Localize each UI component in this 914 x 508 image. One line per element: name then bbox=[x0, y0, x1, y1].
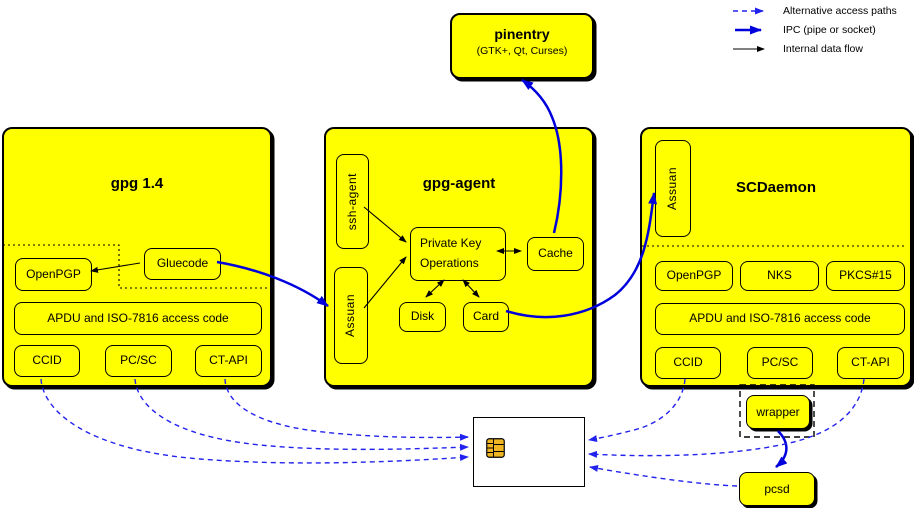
gpg14-ccid-label: CCID bbox=[32, 353, 62, 368]
legend-label: IPC (pipe or socket) bbox=[783, 23, 876, 36]
dashed-blue-arrow-icon bbox=[733, 7, 764, 14]
pinentry-subtitle: (GTK+, Qt, Curses) bbox=[476, 45, 568, 57]
legend-label: Internal data flow bbox=[783, 42, 863, 55]
gpg14-ccid-node: CCID bbox=[14, 345, 80, 377]
gpg-agent-ssh-agent-node: ssh-agent bbox=[336, 154, 369, 249]
gpg14-pcsc-label: PC/SC bbox=[120, 353, 157, 368]
solid-blue-arrow-icon bbox=[735, 25, 762, 34]
pinentry-title: pinentry bbox=[494, 26, 550, 42]
pcsd-label: pcsd bbox=[764, 482, 790, 496]
scdaemon-pkcs15-label: PKCS#15 bbox=[839, 268, 892, 283]
legend-item-ipc: IPC (pipe or socket) bbox=[695, 20, 897, 39]
legend-label: Alternative access paths bbox=[783, 4, 897, 17]
dashed-gpg14-ctapi-to-smartcard bbox=[224, 378, 469, 441]
scdaemon-ctapi-node: CT-API bbox=[837, 347, 904, 379]
legend-item-alternative: Alternative access paths bbox=[695, 1, 897, 20]
gpg14-title: gpg 1.4 bbox=[110, 175, 164, 192]
scdaemon-ctapi-label: CT-API bbox=[851, 355, 890, 370]
scdaemon-nks-node: NKS bbox=[740, 261, 819, 291]
scdaemon-nks-label: NKS bbox=[767, 268, 792, 283]
solid-black-arrow-icon bbox=[733, 45, 765, 52]
dashed-pcsd-to-smartcard bbox=[589, 464, 738, 487]
scdaemon-assuan-node: Assuan bbox=[655, 140, 691, 237]
scdaemon-apdu-node: APDU and ISO-7816 access code bbox=[655, 303, 905, 335]
scdaemon-pcsc-label: PC/SC bbox=[761, 355, 799, 370]
legend: Alternative access paths IPC (pipe or so… bbox=[695, 1, 897, 58]
ssh-agent-label: ssh-agent bbox=[344, 172, 359, 231]
scdaemon-pcsc-node: PC/SC bbox=[747, 347, 813, 379]
gpg14-openpgp-node: OpenPGP bbox=[15, 258, 92, 291]
gpg-agent-assuan-node: Assuan bbox=[334, 267, 368, 364]
pko-line2: Operations bbox=[420, 256, 479, 270]
gpg14-apdu-label: APDU and ISO-7816 access code bbox=[47, 310, 229, 325]
scdaemon-assuan-label: Assuan bbox=[665, 166, 680, 211]
gpg14-gluecode-node: Gluecode bbox=[144, 248, 221, 280]
wrapper-label: wrapper bbox=[756, 405, 800, 419]
dashed-gpg14-pcsc-to-smartcard bbox=[134, 378, 469, 451]
card-node: Card bbox=[463, 302, 509, 332]
gpg14-gluecode-label: Gluecode bbox=[156, 256, 209, 271]
scdaemon-pkcs15-node: PKCS#15 bbox=[826, 261, 905, 291]
legend-item-internal: Internal data flow bbox=[695, 39, 897, 58]
scdaemon-ccid-node: CCID bbox=[655, 347, 721, 379]
dashed-scdaemon-ccid-to-smartcard bbox=[588, 378, 686, 443]
pko-line1: Private Key bbox=[420, 236, 482, 251]
gpg-agent-title: gpg-agent bbox=[422, 175, 496, 192]
gpg14-apdu-node: APDU and ISO-7816 access code bbox=[14, 302, 262, 335]
pcsd-node: pcsd bbox=[739, 472, 815, 506]
scdaemon-title: SCDaemon bbox=[735, 179, 817, 196]
private-key-operations-node: Private Key Operations bbox=[410, 227, 506, 281]
scdaemon-apdu-label: APDU and ISO-7816 access code bbox=[689, 311, 871, 326]
disk-node: Disk bbox=[399, 302, 446, 332]
gpg14-openpgp-label: OpenPGP bbox=[26, 266, 81, 281]
pinentry-box: pinentry (GTK+, Qt, Curses) bbox=[450, 13, 594, 79]
cache-label: Cache bbox=[538, 246, 573, 261]
scdaemon-panel: SCDaemon Assuan OpenPGP NKS PKCS#15 APDU… bbox=[640, 127, 912, 387]
arrow-wrapper-to-pcsd bbox=[775, 430, 788, 468]
smartcard bbox=[473, 417, 585, 487]
cache-node: Cache bbox=[527, 237, 584, 271]
disk-label: Disk bbox=[410, 309, 435, 324]
scdaemon-ccid-label: CCID bbox=[673, 355, 703, 370]
gpg-agent-panel: gpg-agent ssh-agent Assuan Private Key O… bbox=[324, 127, 594, 387]
gpg14-ctapi-node: CT-API bbox=[195, 345, 262, 377]
wrapper-node: wrapper bbox=[746, 395, 810, 429]
dashed-scdaemon-ctapi-to-smartcard bbox=[588, 378, 865, 458]
scdaemon-openpgp-node: OpenPGP bbox=[655, 261, 733, 291]
dashed-gpg14-ccid-to-smartcard bbox=[40, 378, 469, 464]
card-label: Card bbox=[472, 309, 499, 324]
gpg14-panel: gpg 1.4 OpenPGP Gluecode APDU and ISO-78… bbox=[2, 127, 272, 387]
gpg14-pcsc-node: PC/SC bbox=[105, 345, 172, 377]
scdaemon-openpgp-label: OpenPGP bbox=[666, 268, 722, 283]
gpg14-ctapi-label: CT-API bbox=[209, 353, 248, 368]
gpg-agent-assuan-label: Assuan bbox=[343, 293, 358, 338]
smartcard-chip-icon bbox=[486, 438, 505, 458]
